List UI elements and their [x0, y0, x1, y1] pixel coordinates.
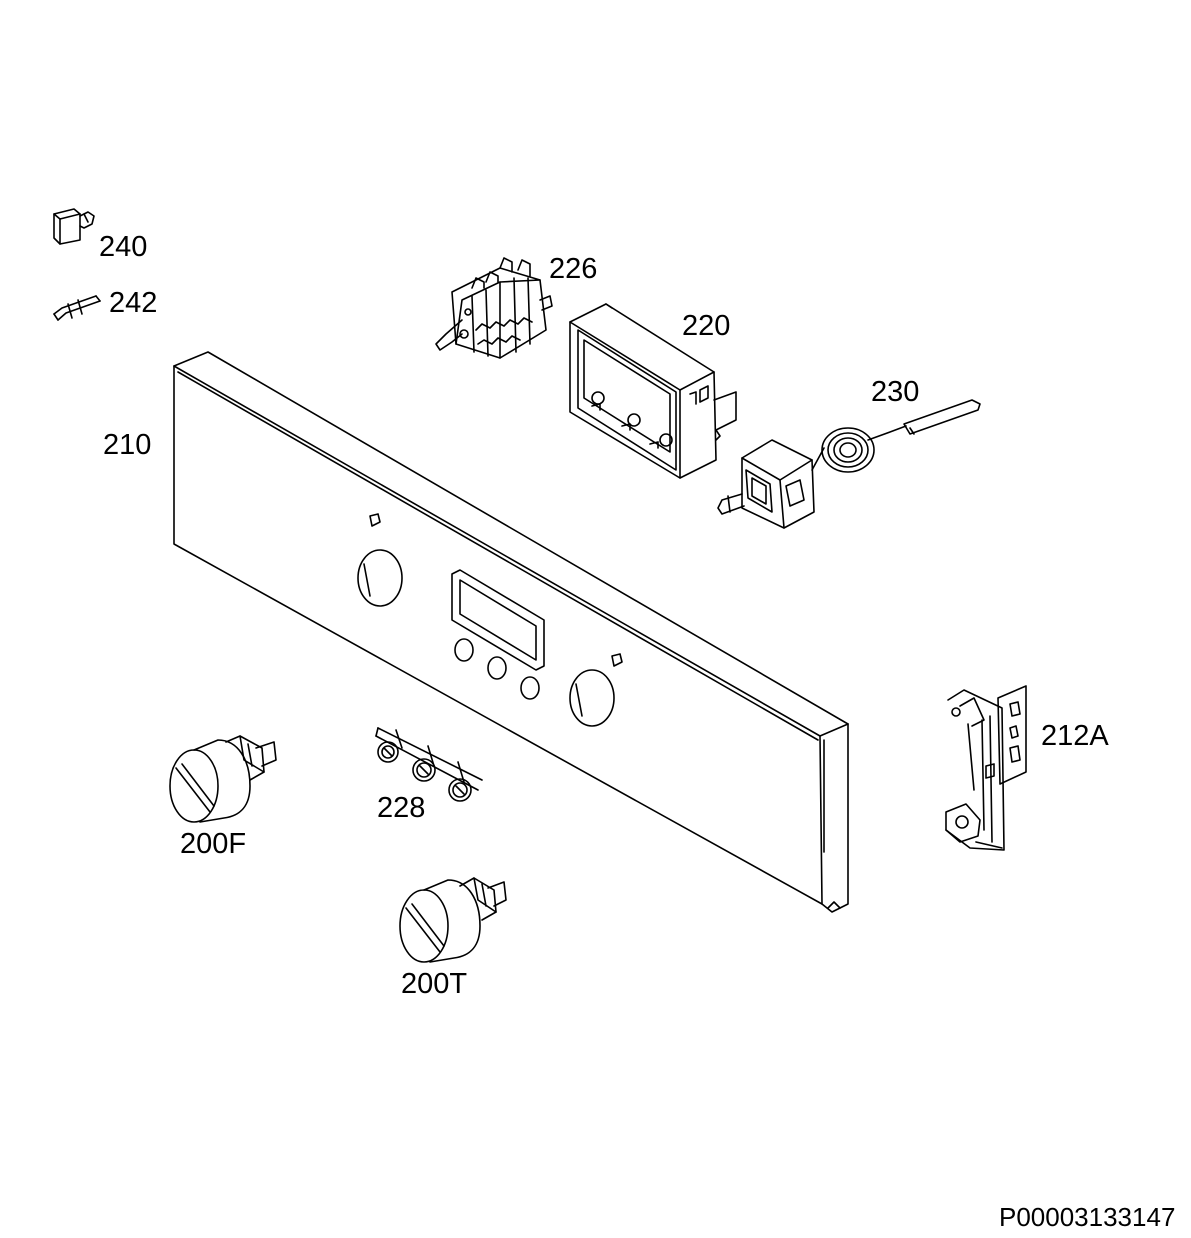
label-220: 220 — [682, 310, 731, 342]
part-212A-bracket — [946, 686, 1026, 850]
drawing-code: P00003133147 — [999, 1202, 1176, 1232]
label-240: 240 — [99, 231, 148, 263]
part-230-thermostat — [718, 400, 980, 528]
label-200F: 200F — [180, 828, 247, 860]
part-220-display-module — [570, 304, 736, 478]
part-226-selector-switch — [436, 258, 552, 358]
part-200F-knob — [170, 736, 276, 822]
part-240-cap — [54, 209, 94, 244]
part-210-control-panel — [174, 352, 848, 912]
label-200T: 200T — [401, 968, 468, 1000]
part-200T-knob — [400, 878, 506, 962]
label-212A: 212A — [1041, 720, 1109, 752]
label-210: 210 — [103, 429, 152, 461]
label-226: 226 — [549, 253, 598, 285]
label-242: 242 — [109, 287, 158, 319]
part-242-pin — [54, 296, 100, 320]
label-228: 228 — [377, 792, 426, 824]
label-230: 230 — [871, 376, 920, 408]
part-228-button-set — [376, 728, 482, 801]
